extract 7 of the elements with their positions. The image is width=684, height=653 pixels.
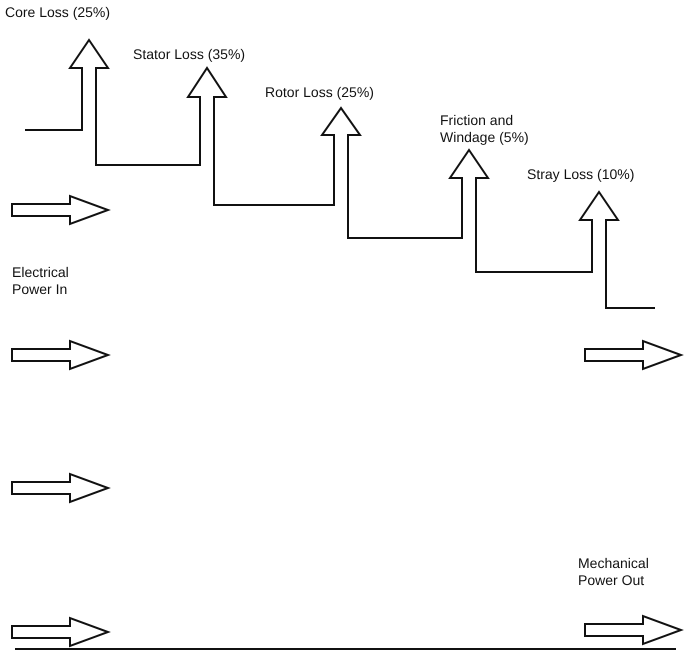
flow-label: Core Loss (25%) [5, 4, 112, 21]
flow-label: Stator Loss (35%) [133, 46, 246, 63]
flow-label: Mechanical Power Out [578, 555, 650, 589]
flow-label: Stray Loss (10%) [527, 166, 636, 183]
flow-label: Rotor Loss (25%) [265, 84, 375, 101]
flow-label: Friction and Windage (5%) [440, 112, 530, 146]
flow-label: Electrical Power In [12, 264, 70, 298]
